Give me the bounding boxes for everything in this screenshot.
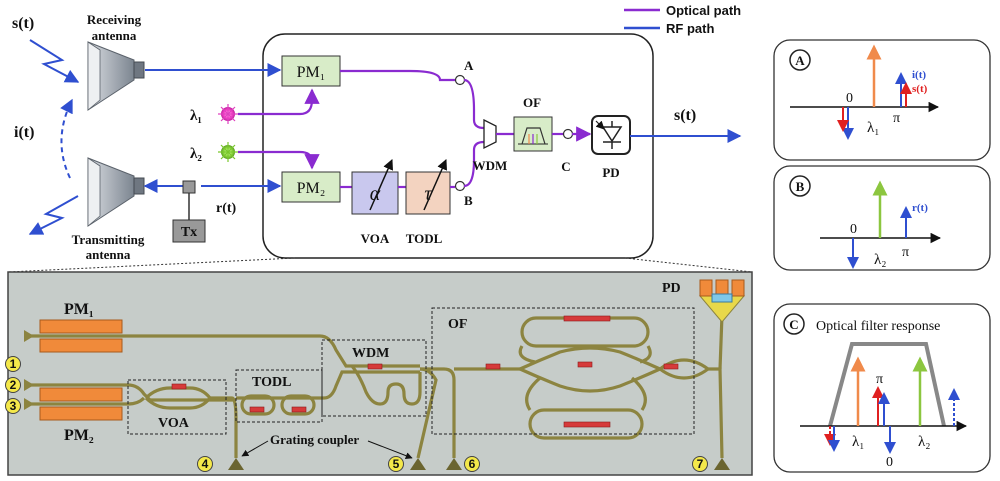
point-b-label: B [464, 193, 473, 208]
output-signal-label: s(t) [674, 107, 696, 124]
wdm-label: WDM [473, 158, 508, 173]
todl-block [405, 171, 451, 215]
bottom-grating-couplers [228, 458, 730, 470]
chip-wdm-label: WDM [352, 346, 389, 361]
panel-b-r-label: r(t) [912, 202, 928, 214]
voa-label: VOA [361, 231, 390, 246]
transmitting-antenna-icon [87, 157, 145, 227]
panel-b-lambda: λ₂ [874, 252, 887, 268]
coupler-box [182, 180, 196, 194]
system-schematic: PM₁ PM₂ λ₁ λ₂ A α VOA τ TODL [145, 33, 742, 259]
chip-photodetector-icon [698, 279, 746, 323]
chip-pm2-electrode [39, 387, 123, 402]
port-2-label: 2 [10, 378, 17, 392]
receiving-antenna-icon [87, 41, 145, 111]
laser-lambda2-icon [218, 142, 238, 162]
legend: Optical path RF path [624, 3, 741, 36]
chip-pm2-label: PM₂ [64, 427, 94, 444]
todl-label: TODL [406, 231, 443, 246]
port-5-label: 5 [393, 457, 400, 471]
voa-block [351, 171, 399, 215]
heater-electrodes [171, 315, 679, 428]
antenna-section: s(t) Receiving antenna i(t) Transmitting… [12, 12, 237, 262]
panel-c-lambda1: λ₁ [852, 434, 865, 450]
panel-a-pi: π [893, 111, 900, 126]
point-c-marker [562, 128, 574, 140]
port-6-label: 6 [469, 457, 476, 471]
panel-c-zero: 0 [886, 455, 893, 470]
pd-label: PD [602, 165, 619, 180]
of-label: OF [523, 95, 541, 110]
spectrum-panel-b: B 0 λ₂ π r(t) [773, 165, 991, 271]
tx-box [172, 219, 206, 243]
reference-signal-label: r(t) [216, 201, 237, 216]
chip-voa-label: VOA [158, 416, 190, 431]
panel-c-filter-response [828, 342, 946, 427]
port-1-label: 1 [10, 357, 17, 371]
pm1-output-path [340, 69, 456, 82]
panel-c-id: C [789, 317, 798, 332]
receiving-antenna-label: Receiving [87, 12, 142, 27]
lambda2-label: λ₂ [190, 146, 202, 162]
panel-a-id: A [795, 53, 805, 68]
chip-wdm-box [321, 339, 427, 417]
point-c-label: C [561, 159, 570, 174]
pm1-label: PM₁ [297, 64, 326, 81]
chip-pm1-label: PM₁ [64, 301, 94, 318]
transmitting-antenna-label: Transmitting [72, 232, 145, 247]
point-a-label: A [464, 58, 474, 73]
panel-b-pi: π [902, 245, 909, 260]
point-b-marker [454, 180, 466, 192]
port-3-label: 3 [10, 399, 17, 413]
interference-label: i(t) [14, 124, 34, 141]
spectrum-panel-c: C Optical filter response λ₁ π 0 λ₂ [773, 303, 991, 473]
todl-symbol: τ [424, 183, 432, 205]
chip-todl-box [235, 369, 323, 423]
svg-text:antenna: antenna [86, 247, 131, 262]
chip-of-label: OF [448, 317, 467, 332]
laser2-path [238, 150, 320, 170]
grating-coupler-label: Grating coupler [270, 432, 359, 447]
point-a-marker [454, 74, 466, 86]
panel-a-s-label: s(t) [912, 83, 928, 95]
chip-layout: PM₁ PM₂ [5, 271, 753, 476]
interference-coupling-arrow [60, 98, 73, 179]
incoming-wave-icon [29, 39, 80, 83]
port-markers: 1 2 3 4 5 6 7 [5, 356, 708, 472]
laser1-path [238, 88, 320, 116]
chip-todl-label: TODL [252, 375, 291, 390]
input-grating-couplers [24, 330, 34, 410]
chip-of-box [431, 307, 695, 435]
chip-voa-box [127, 379, 227, 435]
panel-c-pi: π [876, 372, 883, 387]
legend-rf-label: RF path [666, 21, 714, 36]
spectrum-panel-a: A 0 λ₁ π i(t) s(t) [773, 39, 991, 161]
chip-pd-label: PD [662, 281, 681, 296]
outgoing-wave-icon [28, 195, 79, 235]
lambda1-label: λ₁ [190, 108, 202, 124]
pm2-label: PM₂ [297, 180, 326, 197]
laser-lambda1-icon [218, 104, 238, 124]
photodiode-icon [595, 120, 623, 149]
legend-optical-label: Optical path [666, 3, 741, 18]
input-signal-label: s(t) [12, 15, 34, 32]
panel-a-zero: 0 [846, 91, 853, 106]
port-4-label: 4 [202, 457, 209, 471]
panel-b-id: B [796, 179, 805, 194]
chip-waveguides [24, 314, 724, 459]
filter-response-icon [518, 127, 548, 145]
port-7-label: 7 [697, 457, 704, 471]
tx-label: Tx [181, 225, 197, 240]
panel-b-zero: 0 [850, 222, 857, 237]
panel-a-lambda: λ₁ [867, 120, 880, 136]
svg-text:antenna: antenna [92, 28, 137, 43]
wdm-icon [483, 118, 497, 150]
voa-symbol: α [370, 183, 381, 205]
panel-a-i-label: i(t) [912, 69, 926, 81]
panel-c-title: Optical filter response [816, 319, 940, 334]
chip-pm1-electrode [39, 319, 123, 334]
panel-c-lambda2: λ₂ [918, 434, 931, 450]
